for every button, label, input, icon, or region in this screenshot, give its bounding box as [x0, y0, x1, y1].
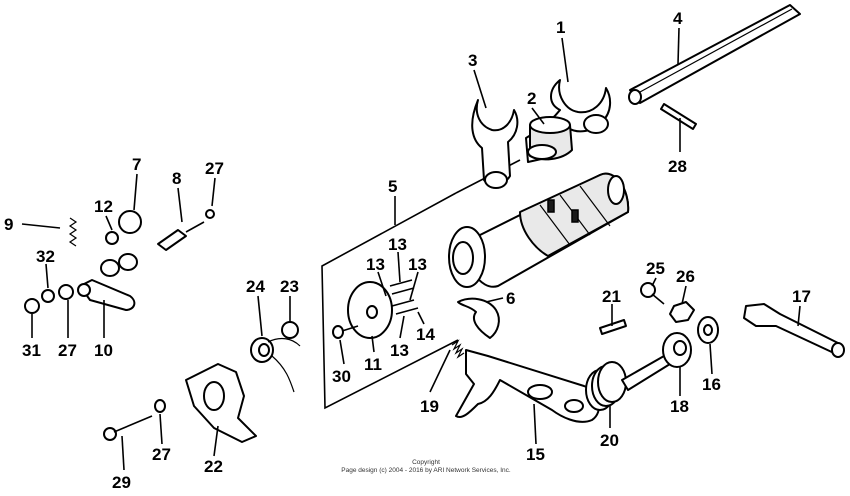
label-part-7: 7: [132, 155, 141, 174]
label-part-29: 29: [112, 473, 131, 492]
label-part-6: 6: [506, 289, 515, 308]
gearshift-shaft: [621, 332, 692, 391]
nut-and-washers: [24, 284, 74, 314]
label-part-30: 30: [332, 367, 351, 386]
shifter-guide-plate: [185, 363, 257, 443]
stopper-nut: [669, 301, 695, 323]
guide-pin: [660, 103, 697, 130]
label-part-11: 11: [364, 355, 382, 374]
label-part-17: 17: [792, 287, 811, 306]
label-part-28: 28: [668, 157, 687, 176]
label-part-3: 3: [468, 51, 477, 70]
assembly-boundary-line: [321, 192, 459, 410]
label-part-13-top: 13: [388, 235, 407, 254]
shift-drum: [448, 172, 630, 288]
stopper-arm-pivot: [100, 209, 215, 277]
label-part-27-top: 27: [205, 159, 224, 178]
copyright-notice: Page design (c) 2004 - 2016 by ARI Netwo…: [341, 467, 511, 474]
gearshift-spindle: [743, 303, 845, 358]
stopper-bolt: [640, 282, 665, 305]
guide-plate: [457, 297, 500, 339]
label-part-12: 12: [94, 197, 113, 216]
dowel-pin: [599, 319, 627, 335]
part-labels: 1 2 3 4 5 6 7 8 9 10 11 12 13 13 13 13 1…: [4, 9, 811, 492]
drum-bolt: [332, 325, 359, 339]
label-part-9: 9: [4, 215, 13, 234]
label-part-27-bottom: 27: [152, 445, 171, 464]
shift-fork-center: [527, 116, 573, 161]
shift-fork-left: [471, 99, 519, 189]
label-part-25: 25: [646, 259, 665, 278]
shaft-spring: [585, 361, 627, 411]
plate-bolt: [103, 415, 153, 441]
label-part-24: 24: [246, 277, 265, 296]
label-part-2: 2: [527, 89, 536, 108]
plate-washer: [154, 399, 166, 413]
leader-lines: [21, 27, 801, 471]
copyright-title: Copyright: [412, 459, 440, 466]
arm-bushing: [281, 321, 299, 339]
gearshift-arm: [455, 349, 600, 423]
label-part-5: 5: [388, 177, 397, 196]
label-part-15: 15: [526, 445, 545, 464]
label-part-21: 21: [602, 287, 621, 306]
label-part-13-right: 13: [408, 255, 427, 274]
stopper-spring: [68, 217, 78, 247]
label-part-14: 14: [416, 325, 435, 344]
fork-shaft: [628, 4, 801, 105]
label-part-13-bottom: 13: [390, 341, 409, 360]
label-part-8: 8: [172, 169, 181, 188]
label-part-18: 18: [670, 397, 689, 416]
label-part-31: 31: [22, 341, 41, 360]
label-part-10: 10: [94, 341, 113, 360]
label-part-1: 1: [556, 18, 565, 37]
label-part-27-left: 27: [58, 341, 77, 360]
return-spring-small: [451, 339, 465, 359]
label-part-32: 32: [36, 247, 55, 266]
label-part-22: 22: [204, 457, 223, 476]
label-part-26: 26: [676, 267, 695, 286]
label-part-4: 4: [673, 9, 683, 28]
label-part-13-left: 13: [366, 255, 385, 274]
label-part-23: 23: [280, 277, 299, 296]
stopper-arm: [77, 279, 136, 311]
label-part-20: 20: [600, 431, 619, 450]
drum-plate: [347, 281, 393, 339]
shaft-collar: [697, 316, 719, 344]
label-part-16: 16: [702, 375, 721, 394]
drum-pins: [389, 279, 419, 315]
torsion-spring: [250, 337, 301, 393]
label-part-19: 19: [420, 397, 439, 416]
